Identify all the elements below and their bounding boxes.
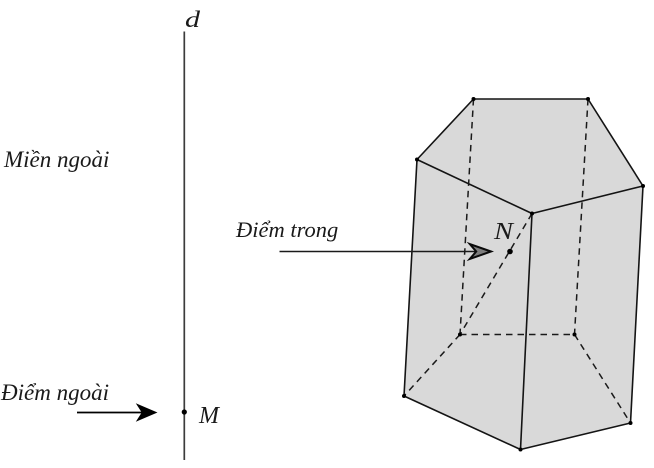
svg-text:M: M: [198, 403, 221, 429]
svg-text:Miền ngoài: Miền ngoài: [3, 147, 109, 172]
svg-text:d: d: [185, 7, 201, 32]
svg-text:Điểm ngoài: Điểm ngoài: [0, 380, 109, 405]
svg-text:Điểm trong: Điểm trong: [235, 217, 338, 242]
svg-text:N: N: [493, 219, 516, 245]
